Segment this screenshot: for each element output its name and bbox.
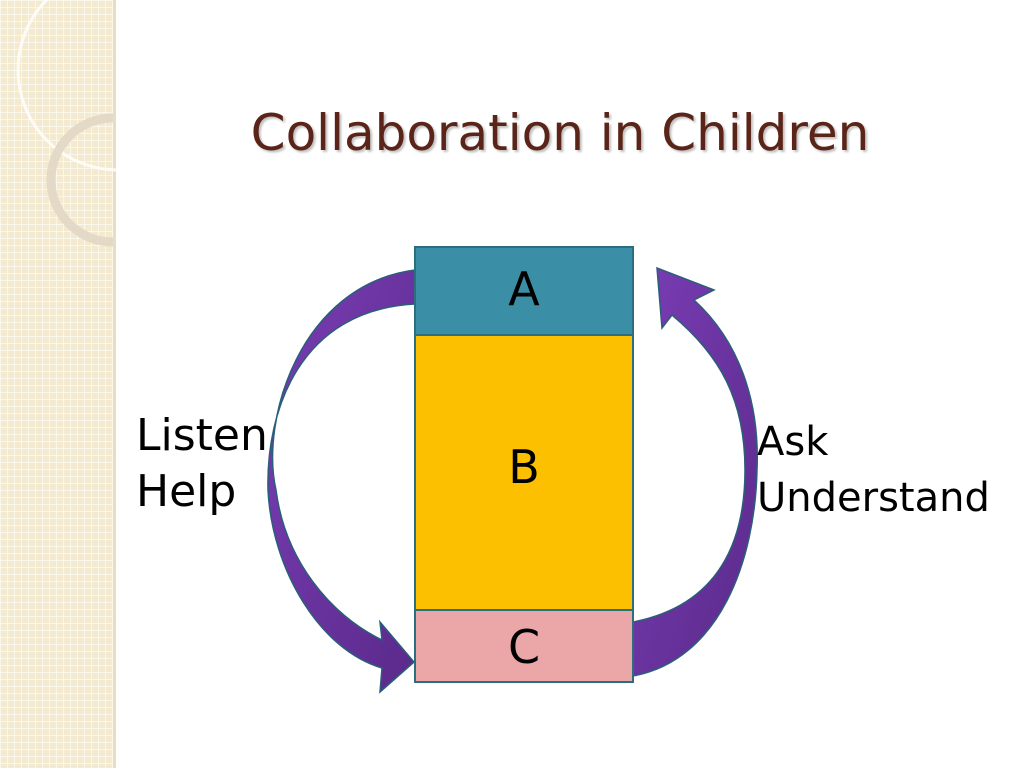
box-b-label: B bbox=[508, 440, 540, 494]
label-listen: Listen bbox=[136, 410, 268, 461]
sidebar-edge bbox=[113, 0, 116, 768]
right-arrow bbox=[632, 266, 759, 677]
decorative-rings bbox=[16, 0, 130, 247]
right-labels: Ask Understand bbox=[757, 414, 990, 526]
label-understand: Understand bbox=[757, 475, 990, 521]
slide-title: Collaboration in Children bbox=[250, 104, 870, 162]
label-ask: Ask bbox=[757, 419, 829, 465]
left-arrow bbox=[267, 269, 416, 694]
box-c-label: C bbox=[507, 620, 541, 674]
box-c bbox=[414, 609, 634, 683]
box-a-label: A bbox=[508, 262, 540, 316]
box-b bbox=[414, 334, 634, 611]
label-help: Help bbox=[136, 466, 237, 517]
decorative-sidebar bbox=[0, 0, 113, 768]
box-a bbox=[414, 246, 634, 336]
left-labels: Listen Help bbox=[136, 408, 268, 520]
